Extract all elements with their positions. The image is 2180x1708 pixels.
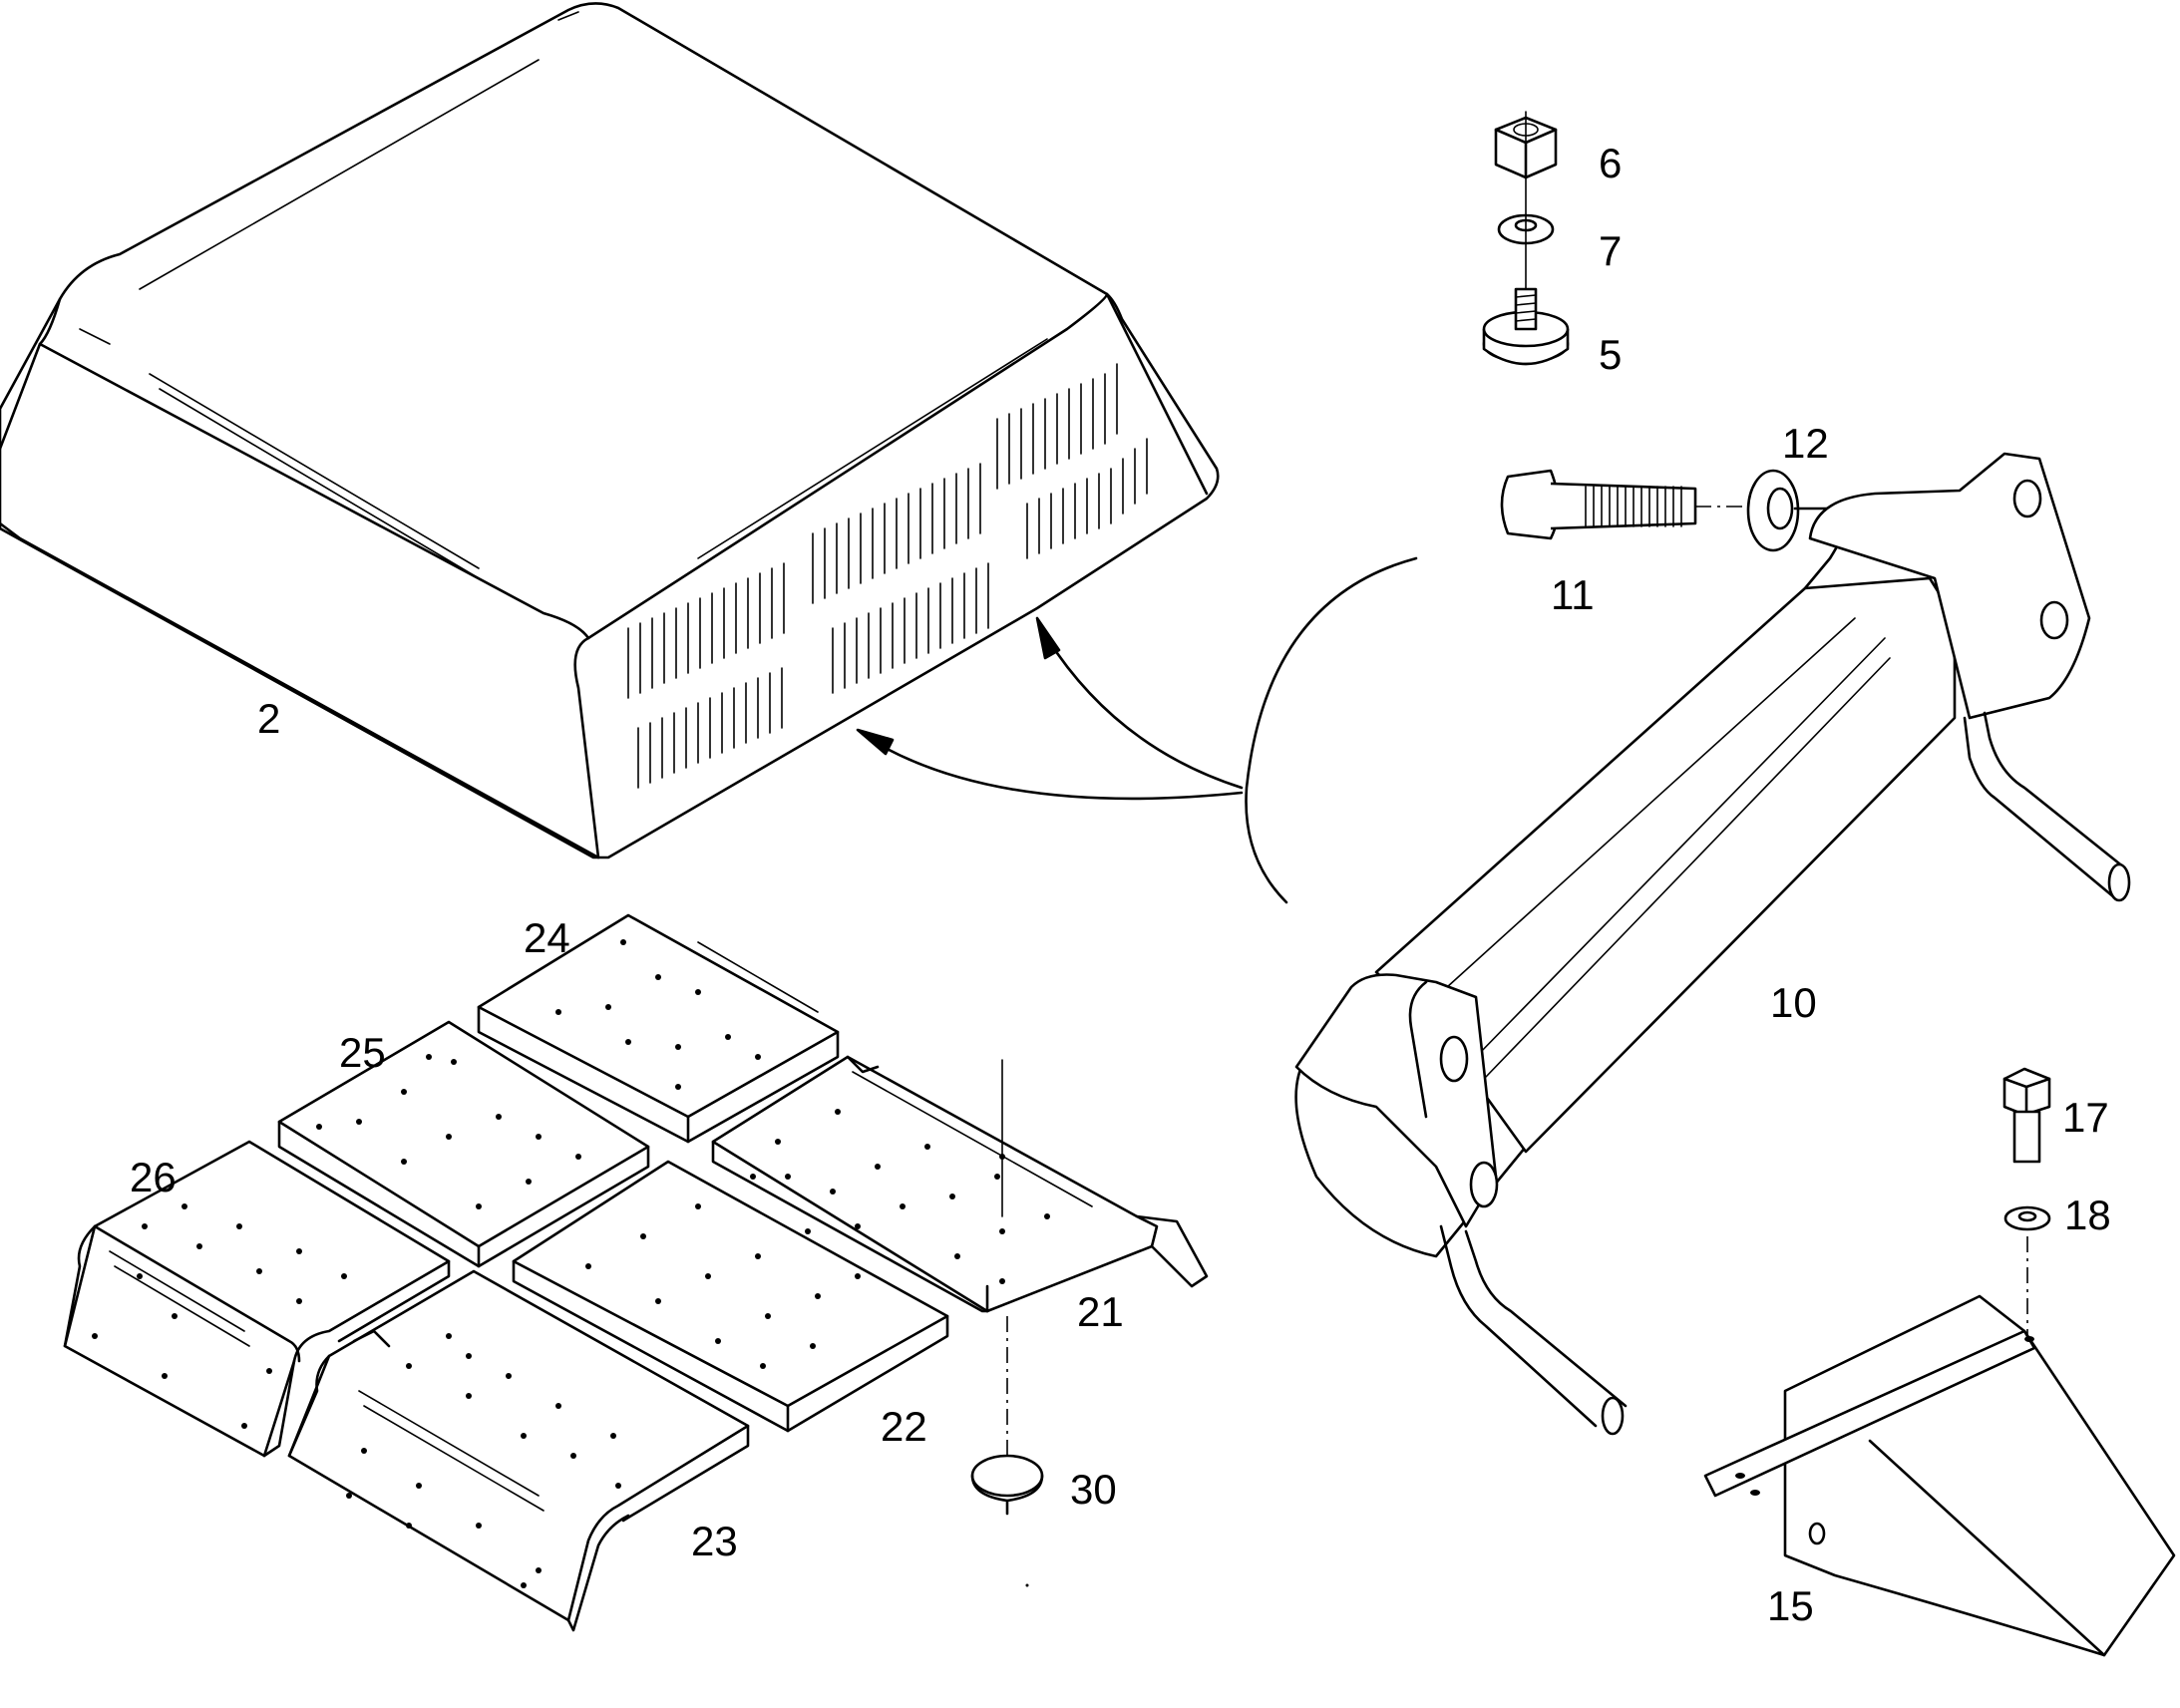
mounting-leader-arrows [856,556,1418,904]
roof-cover-part-2 [0,2,1220,859]
floor-mat-part-26 [63,1140,451,1458]
floor-mat-part-22 [512,1160,949,1433]
floor-mat-part-21 [711,1055,1209,1313]
label-part-7: 7 [1599,227,1622,274]
label-part-12: 12 [1782,420,1829,467]
washer-part-18 [2003,1205,2051,1336]
part-labels: 2 5 6 7 10 11 12 15 17 18 21 22 23 24 25… [130,140,2111,1629]
label-part-10: 10 [1770,979,1817,1026]
floor-mat-part-24 [477,913,840,1144]
floor-mat-part-25 [277,1020,650,1268]
fastener-part-30 [970,1316,1044,1587]
label-part-21: 21 [1077,1288,1124,1335]
label-part-11: 11 [1551,571,1595,618]
label-part-22: 22 [881,1403,927,1450]
label-part-24: 24 [524,914,570,961]
bracket-part-15 [1703,1294,2176,1657]
rubber-mount-part-5 [1482,176,1570,366]
label-part-25: 25 [339,1029,386,1076]
label-part-26: 26 [130,1154,177,1200]
label-part-2: 2 [257,695,280,742]
mounting-frame-part-10 [1294,452,2131,1436]
label-part-6: 6 [1599,140,1622,186]
vent-slots [627,363,1148,789]
nut-part-6 [1494,111,1558,179]
bolt-part-17 [2002,1067,2051,1164]
label-part-18: 18 [2064,1192,2111,1238]
label-part-30: 30 [1070,1466,1117,1513]
label-part-23: 23 [691,1518,738,1564]
bolt-part-11 [1500,469,1745,540]
label-part-5: 5 [1599,331,1622,378]
floor-mat-part-23 [287,1269,750,1632]
label-part-17: 17 [2062,1094,2109,1141]
label-part-15: 15 [1767,1582,1814,1629]
